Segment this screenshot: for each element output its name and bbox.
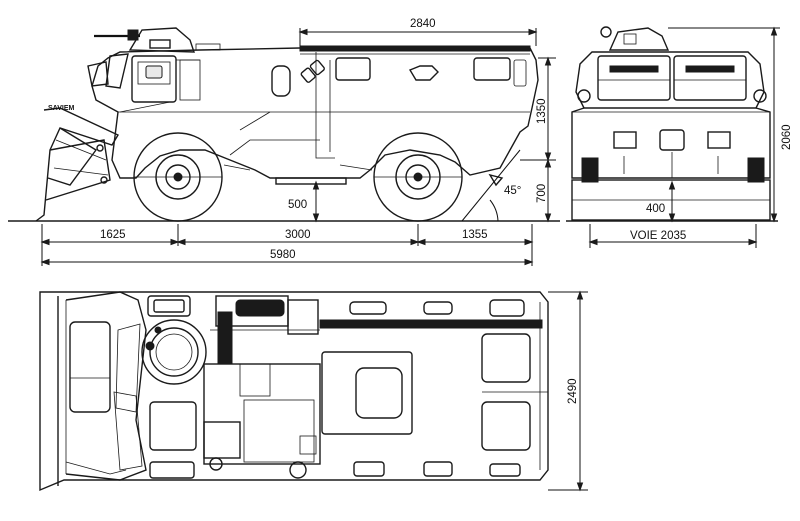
dim-track: VOIE 2035 — [588, 224, 758, 248]
plan-exhaust — [217, 311, 233, 365]
roof-rail — [299, 45, 531, 52]
plan-rear-hatch-1 — [481, 333, 531, 383]
plan-view: 2490 — [39, 290, 588, 492]
dim-overhang-row: 1625 3000 1355 — [40, 224, 534, 266]
svg-text:1350: 1350 — [536, 98, 548, 124]
svg-text:500: 500 — [288, 199, 307, 211]
side-port — [408, 65, 439, 81]
plan-commander-hatch — [149, 401, 197, 451]
svg-text:400: 400 — [646, 203, 665, 215]
front-visor-left — [597, 55, 671, 101]
cab-mirror — [87, 61, 109, 87]
tow-hook — [488, 173, 504, 187]
windshield — [105, 53, 129, 89]
dim-wheelbase-label: 3000 — [285, 229, 311, 241]
side-hatch-2 — [473, 57, 511, 81]
dim-lower-height: 700 — [520, 158, 556, 223]
front-view: 2060 400 VOIE 2035 — [566, 26, 793, 248]
svg-text:5980: 5980 — [270, 249, 296, 261]
turret — [94, 27, 221, 53]
front-hull-upper — [575, 51, 765, 109]
dim-overall-length: 5980 — [40, 249, 534, 266]
rear-wheel — [373, 132, 463, 222]
dim-front-height: 2060 — [668, 26, 793, 223]
plan-turret-ring — [141, 319, 207, 385]
dim-rear-overhang-label: 1355 — [462, 229, 488, 241]
plan-roof-hatch — [321, 351, 413, 435]
svg-text:700: 700 — [536, 184, 548, 203]
front-hull-lower — [571, 107, 771, 179]
plan-crew-compartment — [203, 363, 321, 465]
dim-ground-clearance: 500 — [288, 180, 320, 223]
dozer-blade — [35, 107, 120, 222]
dim-front-clearance: 400 — [646, 180, 676, 223]
hull-marking: SAVIEM — [48, 105, 74, 112]
dim-front-overhang-label: 1625 — [100, 229, 126, 241]
front-wheel — [133, 132, 223, 222]
front-headlight-left — [613, 131, 637, 149]
plan-roof-rail — [319, 319, 543, 329]
driver-door — [131, 55, 177, 103]
plan-driver-seat — [69, 321, 111, 413]
approach-angle-label: 45° — [504, 185, 521, 197]
front-plate — [659, 129, 685, 151]
dim-upper-length: 2840 — [298, 18, 538, 46]
side-hatch-1 — [335, 57, 371, 81]
svg-text:VOIE 2035: VOIE 2035 — [630, 230, 686, 242]
svg-text:2840: 2840 — [410, 18, 436, 30]
front-turret — [608, 27, 670, 51]
plan-hull-outline — [39, 291, 549, 492]
dim-plan-width: 2490 — [548, 290, 588, 492]
front-tyre-left — [581, 157, 599, 183]
plan-vent-grille — [235, 299, 285, 317]
front-headlight-right — [707, 131, 731, 149]
chassis-step — [275, 177, 347, 185]
svg-text:2060: 2060 — [781, 124, 793, 150]
front-tyre-right — [747, 157, 765, 183]
dim-upper-height: 1350 — [536, 56, 556, 162]
front-visor-right — [673, 55, 747, 101]
svg-text:2490: 2490 — [567, 378, 579, 404]
plan-rear-hatch-2 — [481, 401, 531, 451]
side-lamp — [271, 65, 291, 97]
side-view: SAVIEM 45° — [8, 18, 560, 266]
